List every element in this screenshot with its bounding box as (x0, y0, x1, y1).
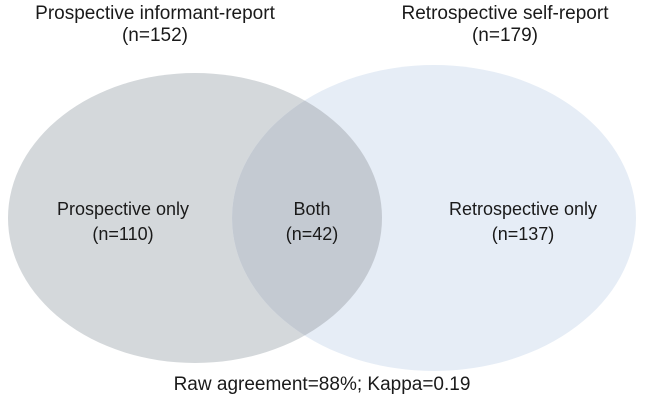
both-region-count: (n=42) (285, 224, 339, 244)
left-set-title: Prospective informant-report (35, 3, 275, 24)
left-set-title-block: Prospective informant-report (n=152) (35, 3, 275, 47)
left-only-region-label-block: Prospective only (n=110) (57, 197, 189, 247)
right-set-count: (n=179) (471, 25, 539, 46)
left-only-region-count: (n=110) (92, 224, 154, 244)
both-region-label-block: Both (n=42) (286, 197, 339, 247)
overlap-region (232, 73, 382, 363)
left-only-region-label: Prospective only (56, 199, 190, 219)
agreement-caption: Raw agreement=88%; Kappa=0.19 (173, 374, 471, 395)
right-only-region-count: (n=137) (491, 224, 555, 244)
left-set-count: (n=152) (121, 25, 189, 46)
both-region-label: Both (293, 199, 331, 219)
right-only-region-label: Retrospective only (448, 199, 598, 219)
right-set-title: Retrospective self-report (401, 3, 609, 24)
right-set-title-block: Retrospective self-report (n=179) (402, 3, 609, 47)
right-only-region-label-block: Retrospective only (n=137) (449, 197, 597, 247)
